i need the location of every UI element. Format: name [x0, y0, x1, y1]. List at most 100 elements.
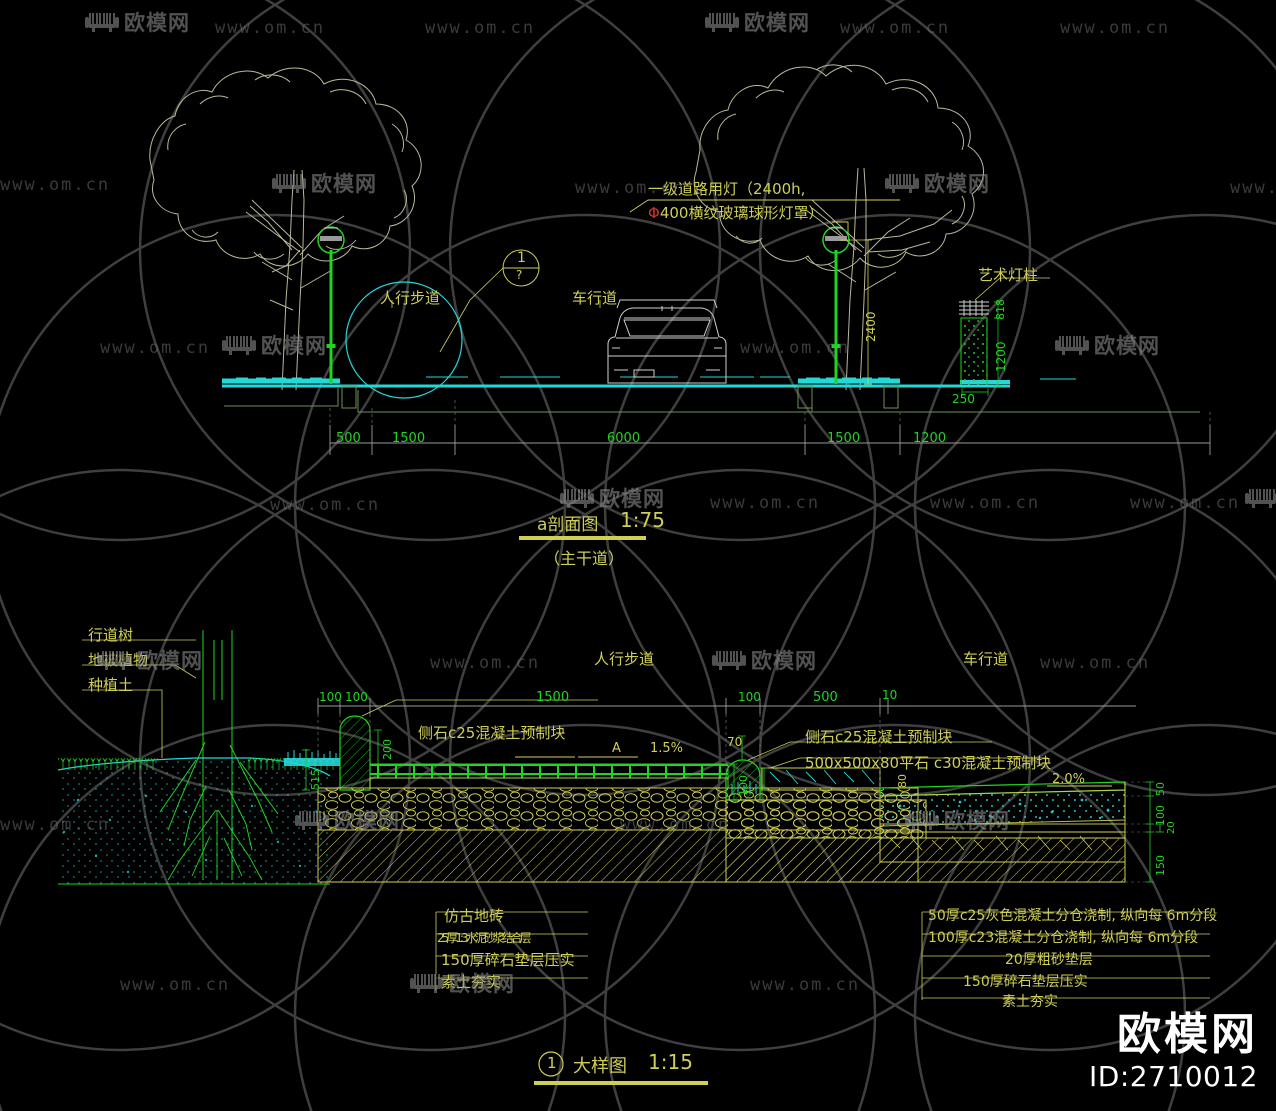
- section-a-drawing: [149, 64, 1211, 540]
- watermark-logo: 欧模网: [560, 483, 665, 513]
- watermark-logo-text: 欧模网: [924, 172, 990, 196]
- watermark-logo: 欧模网: [295, 805, 400, 835]
- watermark-logo-text: 欧模网: [944, 809, 1010, 833]
- sofa-icon: [905, 809, 939, 831]
- label-street-tree: 行道树: [88, 626, 134, 644]
- watermark-logo: 欧模网: [272, 168, 377, 198]
- corner-watermark-id: ID:2710012: [1089, 1060, 1258, 1093]
- watermark-url: www.om.cn: [120, 975, 231, 995]
- corner-watermark: 欧模网 ID:2710012: [1089, 1011, 1258, 1093]
- sofa-icon: [885, 172, 919, 194]
- sofa-icon: [295, 809, 329, 831]
- watermark-url: www.om.cn: [270, 495, 381, 515]
- watermark-url: www.om.cn: [0, 175, 111, 195]
- detail-dim-100a: 100: [319, 690, 342, 704]
- watermark-logo: 欧模网: [1245, 483, 1276, 513]
- watermark-logo: 欧模网: [98, 645, 203, 675]
- dim-pole-body-1200: 1200: [994, 341, 1008, 372]
- detail-bubble-sub: ?: [516, 268, 523, 282]
- watermark-logo-text: 欧模网: [744, 11, 810, 35]
- detail-right-dim-150: 150: [1154, 855, 1167, 876]
- watermark-logo-text: 欧模网: [311, 172, 377, 196]
- label-curb-left: 侧石c25混凝土预制块: [418, 724, 566, 742]
- detail-right-dim-20: 20: [1166, 821, 1177, 834]
- dim-500: 500: [336, 431, 361, 446]
- sofa-icon: [705, 11, 739, 33]
- note-right-4: 150厚碎石垫层压实: [963, 974, 1088, 990]
- watermark-logo: 欧模网: [85, 7, 190, 37]
- label-sidewalk-section: 人行步道: [380, 289, 441, 307]
- sofa-icon: [410, 972, 444, 994]
- watermark-logo: 欧模网: [410, 968, 515, 998]
- note-left-3: 150厚碎石垫层压实: [441, 951, 575, 969]
- note-right-2: 100厚c23混凝土分仓浇制, 纵向每 6m分段: [928, 930, 1199, 946]
- label-roadway-section: 车行道: [572, 289, 618, 307]
- slope-value-right: 2.0%: [1052, 772, 1086, 787]
- dim-lamp-height-2400: 2400: [864, 311, 878, 342]
- note-left-1: 仿古地砖: [444, 907, 505, 925]
- detail-dim-100b: 100: [345, 690, 368, 704]
- detail-dim-100c: 100: [738, 690, 761, 704]
- label-art-lamp-column: 艺术灯柱: [978, 266, 1039, 284]
- watermark-logo: 欧模网: [222, 330, 327, 360]
- section-a-dimension-chain: [329, 400, 1211, 455]
- watermark-url: www.om.cn: [0, 815, 111, 835]
- detail-bubble-label: 1: [547, 1054, 557, 1072]
- note-right-3: 20厚粗砂垫层: [1005, 952, 1093, 968]
- detail-left-kerb: [284, 715, 371, 791]
- watermark-logo-text: 欧模网: [334, 809, 400, 833]
- tree-left-canopy: [149, 67, 422, 267]
- sofa-icon: [222, 334, 256, 356]
- detail-header-sidewalk: 人行步道: [594, 650, 655, 668]
- watermark-logo-text: 欧模网: [261, 334, 327, 358]
- sofa-icon: [1245, 487, 1276, 509]
- note-right-1: 50厚c25灰色混凝土分仓浇制, 纵向每 6m分段: [928, 908, 1218, 924]
- lamp-post-left: [317, 226, 345, 384]
- watermark-url: www.om.cn: [100, 338, 211, 358]
- detail-dim-515: 515: [309, 769, 322, 790]
- watermark-logo: 欧模网: [1055, 330, 1160, 360]
- sofa-icon: [1055, 334, 1089, 356]
- section-a-scale: 1:75: [620, 508, 665, 532]
- watermark-logo-text: 欧模网: [1094, 334, 1160, 358]
- detail-title: 大样图: [573, 1056, 627, 1077]
- section-a-title: a剖面图: [537, 515, 599, 535]
- watermark-logo-text: 欧模网: [124, 11, 190, 35]
- dim-1200: 1200: [913, 431, 947, 446]
- detail-dim-10: 10: [882, 688, 898, 702]
- sofa-icon: [712, 649, 746, 671]
- watermark-url: www.om.cn: [215, 18, 326, 38]
- detail-dim-100-kerb: 100: [737, 775, 750, 796]
- note-left-4: 素土夯实: [441, 973, 502, 991]
- dim-1500-right: 1500: [827, 431, 861, 446]
- dim-pole-top-818: 818: [994, 299, 1007, 320]
- label-lamp-spec-line1: 一级道路用灯（2400h,: [648, 180, 806, 198]
- watermark-url: www.om.cn: [425, 18, 536, 38]
- label-lamp-spec-line2: Φ400横纹玻璃球形灯罩）: [648, 204, 824, 222]
- watermark-url: www.om.cn: [575, 178, 686, 198]
- detail-scale: 1:15: [648, 1050, 693, 1074]
- slope-mark-a: A: [612, 741, 621, 756]
- detail-dim-80: 80: [896, 774, 909, 788]
- detail-dim-1500: 1500: [536, 690, 570, 705]
- watermark-url: www.om.cn: [740, 338, 851, 358]
- watermark-logo-text: 欧模网: [751, 649, 817, 673]
- watermark-url: www.om.cn: [1130, 493, 1241, 513]
- watermark-logo-text: 欧模网: [599, 487, 665, 511]
- watermark-url: www.om.cn: [710, 493, 821, 513]
- watermark-url: www.om.cn: [430, 653, 541, 673]
- label-flat-stone: 500x500x80平石 c30混凝土预制块: [805, 754, 1052, 772]
- car-elevation: [607, 299, 727, 384]
- sofa-icon: [272, 172, 306, 194]
- detail-right-dim-50: 50: [1154, 782, 1167, 796]
- detail-drawing: [57, 630, 1210, 1085]
- watermark-url: www.om.cn: [840, 18, 951, 38]
- dim-6000: 6000: [607, 431, 641, 446]
- art-lamp-column: [952, 277, 1050, 396]
- watermark-url: www.om.cn: [750, 975, 861, 995]
- detail-dim-500: 500: [813, 690, 838, 705]
- diameter-symbol: Φ: [648, 204, 660, 222]
- watermark-logo-text: 欧模网: [137, 649, 203, 673]
- lamp-post-right: [822, 226, 872, 385]
